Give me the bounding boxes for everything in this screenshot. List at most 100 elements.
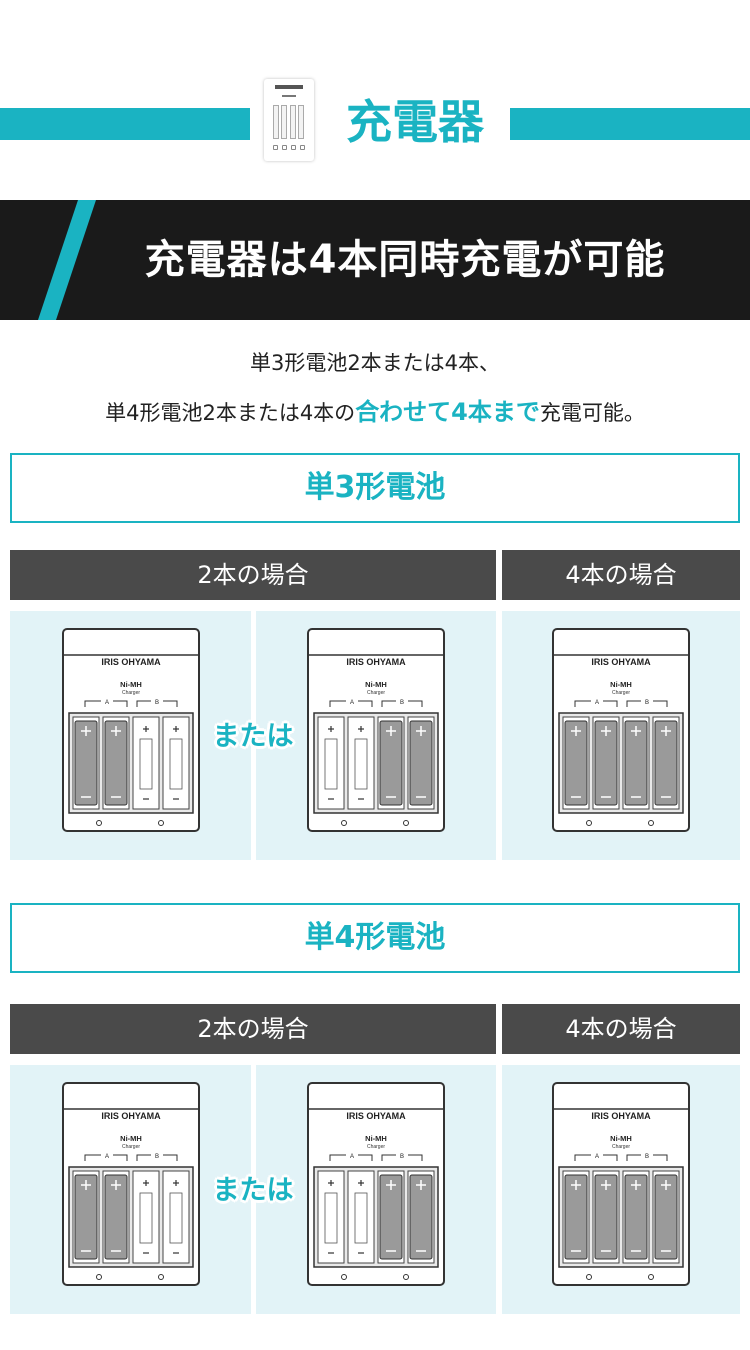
- empty-slot-guide: [354, 738, 368, 790]
- slot-bracket-b: [626, 1154, 668, 1161]
- empty-slot-guide: [139, 1192, 152, 1244]
- slot-bracket-b: [381, 1154, 423, 1161]
- or-label: または: [212, 721, 294, 752]
- charger-sub-text: Charger: [121, 690, 139, 696]
- section-title-aaa: 単4形電池: [10, 903, 740, 973]
- led-indicator: [157, 1274, 164, 1280]
- empty-slot-guide: [169, 738, 182, 790]
- led-indicator: [341, 820, 347, 826]
- battery: [624, 1174, 648, 1260]
- battery: [104, 720, 127, 806]
- charger-model-text: Ni-MH: [610, 680, 632, 689]
- charger-sub-text: Charger: [121, 1144, 139, 1150]
- empty-slot-guide: [169, 1192, 182, 1244]
- battery: [104, 1174, 127, 1260]
- led-indicator: [95, 820, 102, 826]
- charger-model-text: Ni-MH: [120, 1134, 142, 1143]
- title-bar-right: [510, 108, 750, 140]
- charger-thumbnail: [264, 79, 314, 161]
- description-text: 単4形電池2本または4本の: [105, 401, 356, 425]
- slot-label-a: A: [104, 700, 108, 706]
- battery: [379, 1174, 403, 1260]
- charger-brand-text: IRIS OHYAMA: [591, 657, 651, 667]
- slot-label-a: A: [350, 700, 354, 706]
- slot-bracket-a: [329, 1154, 373, 1161]
- label-four-batteries: 4本の場合: [502, 1004, 740, 1054]
- slot-bracket-b: [626, 700, 668, 707]
- or-label: または: [212, 1175, 294, 1206]
- label-two-batteries: 2本の場合: [10, 1004, 496, 1054]
- section-title-aa: 単3形電池: [10, 453, 740, 523]
- empty-slot-guide: [354, 1192, 368, 1244]
- led-indicator: [648, 820, 654, 826]
- charger-model-text: Ni-MH: [610, 1134, 632, 1143]
- charger-model-text: Ni-MH: [120, 680, 142, 689]
- led-indicator: [586, 820, 592, 826]
- led-indicator: [341, 1274, 347, 1280]
- led-indicator: [648, 1274, 654, 1280]
- slot-label-b: B: [400, 700, 404, 706]
- label-two-batteries: 2本の場合: [10, 550, 496, 600]
- battery: [74, 1174, 97, 1260]
- battery: [409, 1174, 433, 1260]
- description-line-2: 単4形電池2本または4本の合わせて4本まで充電可能。: [0, 392, 750, 427]
- battery: [564, 1174, 588, 1260]
- slot-bracket-a: [329, 700, 373, 707]
- battery: [379, 720, 403, 806]
- led-indicator: [157, 820, 164, 826]
- slot-label-a: A: [595, 1154, 599, 1160]
- label-four-batteries: 4本の場合: [502, 550, 740, 600]
- led-indicator: [95, 1274, 102, 1280]
- slot-label-a: A: [595, 700, 599, 706]
- slot-label-b: B: [645, 700, 649, 706]
- charger-sub-text: Charger: [367, 690, 385, 696]
- battery-slot: [132, 1170, 159, 1264]
- slot-label-a: A: [350, 1154, 354, 1160]
- battery: [594, 1174, 618, 1260]
- description-text: 充電可能。: [539, 401, 645, 425]
- led-indicator: [403, 1274, 409, 1280]
- empty-slot-guide: [324, 1192, 338, 1244]
- slot-label-a: A: [104, 1154, 108, 1160]
- charger-sub-text: Charger: [612, 1144, 630, 1150]
- charger-brand-text: IRIS OHYAMA: [101, 657, 161, 667]
- description-highlight: 合わせて4本まで: [355, 398, 540, 426]
- battery: [409, 720, 433, 806]
- page-title: 充電器: [346, 95, 484, 149]
- slot-bracket-a: [574, 700, 618, 707]
- banner-accent-stripe: [38, 200, 96, 320]
- slot-bracket-a: [84, 700, 127, 707]
- battery: [564, 720, 588, 806]
- slot-bracket-b: [136, 700, 177, 707]
- charger-model-text: Ni-MH: [365, 1134, 387, 1143]
- charger-brand-text: IRIS OHYAMA: [346, 657, 406, 667]
- empty-slot-guide: [139, 738, 152, 790]
- battery: [74, 720, 97, 806]
- led-indicator: [586, 1274, 592, 1280]
- description-line-1: 単3形電池2本または4本、: [249, 351, 501, 375]
- slot-bracket-a: [84, 1154, 127, 1161]
- banner-text: 充電器は4本同時充電が可能: [144, 237, 666, 283]
- battery: [594, 720, 618, 806]
- led-indicator: [403, 820, 409, 826]
- slot-label-b: B: [154, 700, 158, 706]
- slot-label-b: B: [645, 1154, 649, 1160]
- title-bar-left: [0, 108, 250, 140]
- slot-label-b: B: [154, 1154, 158, 1160]
- slot-bracket-a: [574, 1154, 618, 1161]
- charger-sub-text: Charger: [612, 690, 630, 696]
- empty-slot-guide: [324, 738, 338, 790]
- charger-brand-text: IRIS OHYAMA: [346, 1111, 406, 1121]
- slot-bracket-b: [136, 1154, 177, 1161]
